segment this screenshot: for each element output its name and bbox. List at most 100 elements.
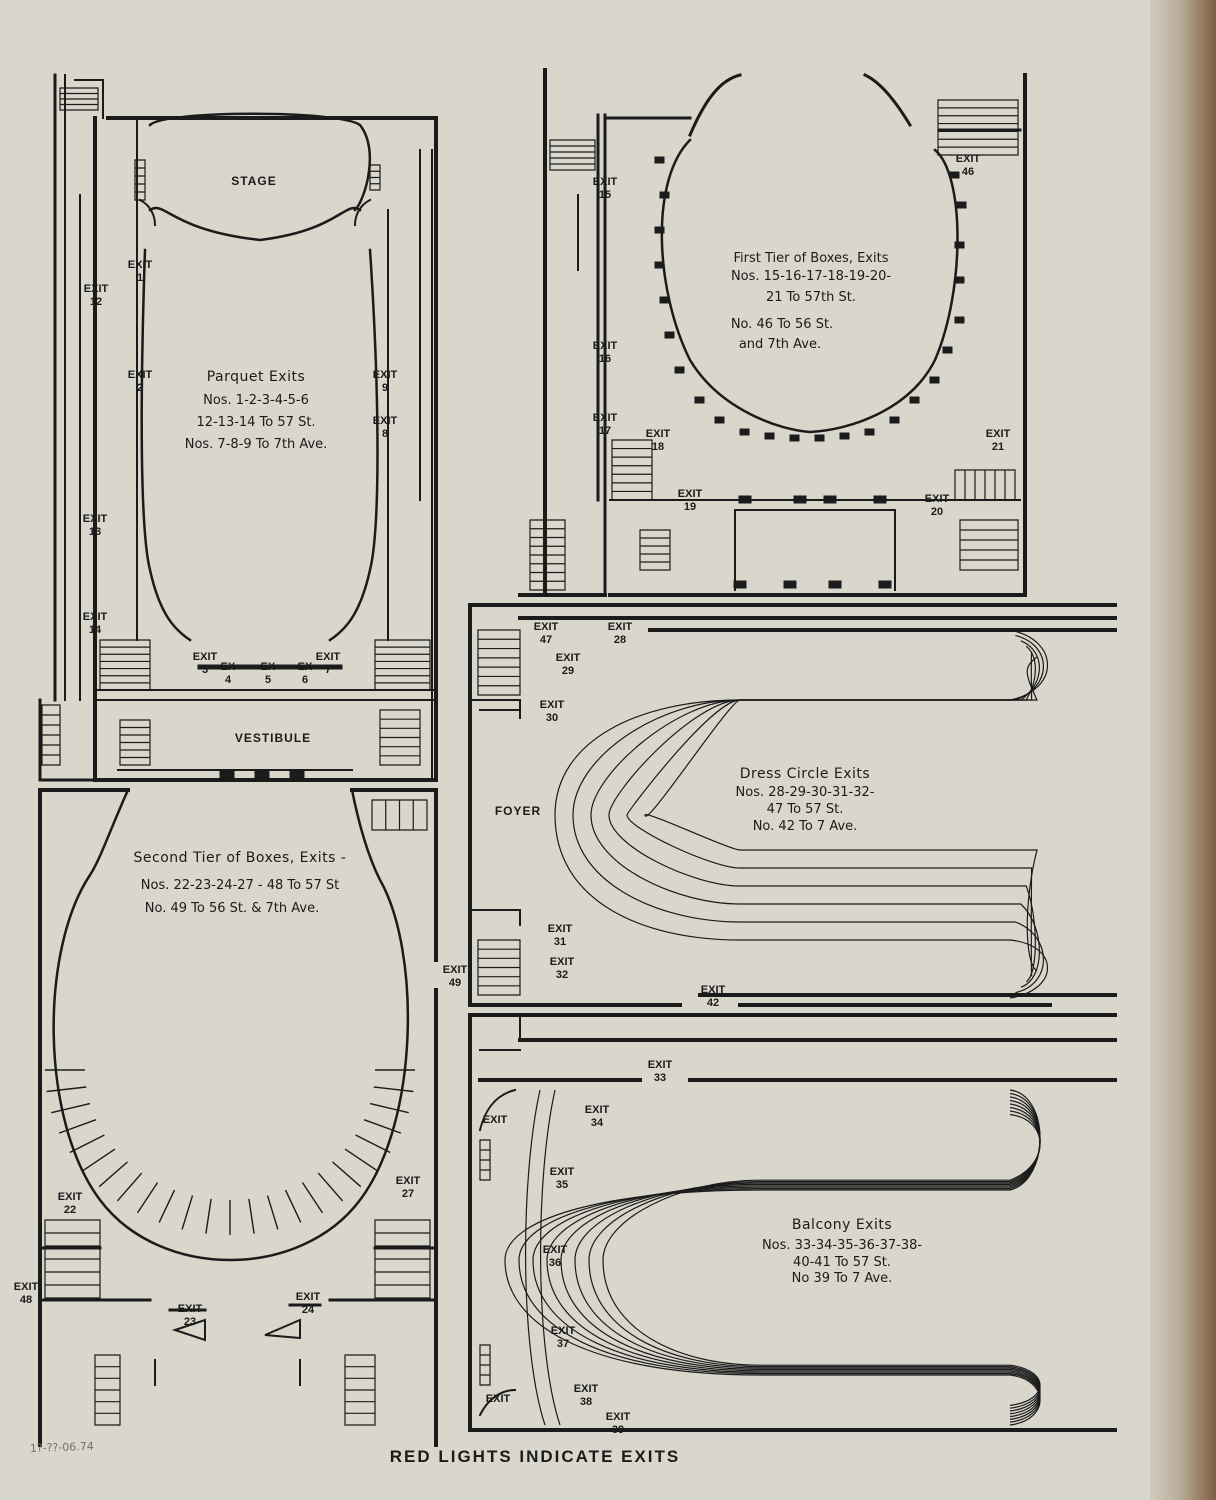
second-tier-title: Second Tier of Boxes, Exits - [134,850,347,866]
plan-line [94,119,437,771]
plan-line [596,113,1022,597]
plan-line [469,699,521,926]
plan-line [588,1110,1041,1409]
plan-line [369,164,381,191]
plan-line [46,1086,87,1093]
plan-line [688,73,913,137]
plan-line [468,603,1117,1007]
box-marker [929,376,940,384]
plan-line [301,1182,324,1214]
plan-line [266,1195,279,1230]
box-marker [664,331,675,339]
box-marker [789,434,800,442]
box-marker [289,769,305,779]
parquet-title: Parquet Exits [207,369,306,385]
box-marker [783,580,797,589]
plan-line [138,149,433,781]
box-marker [733,580,747,589]
box-marker [654,261,665,269]
exit-label: EXIT [483,1114,508,1126]
plan-line [140,248,379,642]
second-tier-line-1: Nos. 22-23-24-27 - 48 To 57 St [141,878,339,893]
plan-line [154,1318,301,1386]
plan-line [148,112,372,242]
plan-line [355,1134,391,1154]
plan-line [374,1219,431,1299]
plan-line [248,1198,255,1234]
plan-line [644,656,1038,972]
plan-line [529,519,566,591]
box-marker [659,296,670,304]
plan-line [937,99,1019,156]
plan-line [954,469,1016,501]
box-marker [739,428,750,436]
box-marker [714,416,725,424]
plan-line [639,529,671,571]
plan-line [38,1246,438,1312]
plan-line [52,788,410,1262]
plan-line [660,138,959,434]
box-marker [694,396,705,404]
plan-line [374,639,431,691]
dress-circle-line-3: No. 42 To 7 Ave. [753,819,858,834]
plan-line [51,1102,91,1114]
box-marker [909,396,920,404]
plan-line [344,1354,376,1426]
box-marker [654,156,665,164]
plan-line [572,634,1045,994]
plan-line [549,139,596,171]
balcony-line-3: No 39 To 7 Ave. [792,1271,893,1286]
box-marker [654,226,665,234]
program-page [0,0,1190,1500]
box-marker [839,432,850,440]
box-marker [738,495,752,504]
plan-line [478,1014,521,1417]
plan-line [38,73,97,782]
box-marker [873,495,887,504]
exit-label: EXIT [486,1393,511,1405]
box-marker [814,434,825,442]
balcony-line-1: Nos. 33-34-35-36-37-38- [762,1238,922,1253]
plan-line [602,1113,1041,1406]
box-marker [764,432,775,440]
box-marker [828,580,842,589]
box-marker [956,201,967,209]
box-marker [889,416,900,424]
plan-line [369,1102,409,1114]
plan-line [59,87,99,111]
box-marker [942,346,953,354]
box-marker [254,769,270,779]
first-tier-line-2: 21 To 57th St. [766,290,856,305]
plan-line [99,639,151,691]
dress-circle-line-1: Nos. 28-29-30-31-32- [736,785,875,800]
plan-line [134,159,146,201]
foyer-label: FOYER [495,804,541,818]
plan-line [518,68,1027,597]
plan-line [477,939,521,996]
parquet-line-1: Nos. 1-2-3-4-5-6 [203,393,309,408]
box-marker [659,191,670,199]
